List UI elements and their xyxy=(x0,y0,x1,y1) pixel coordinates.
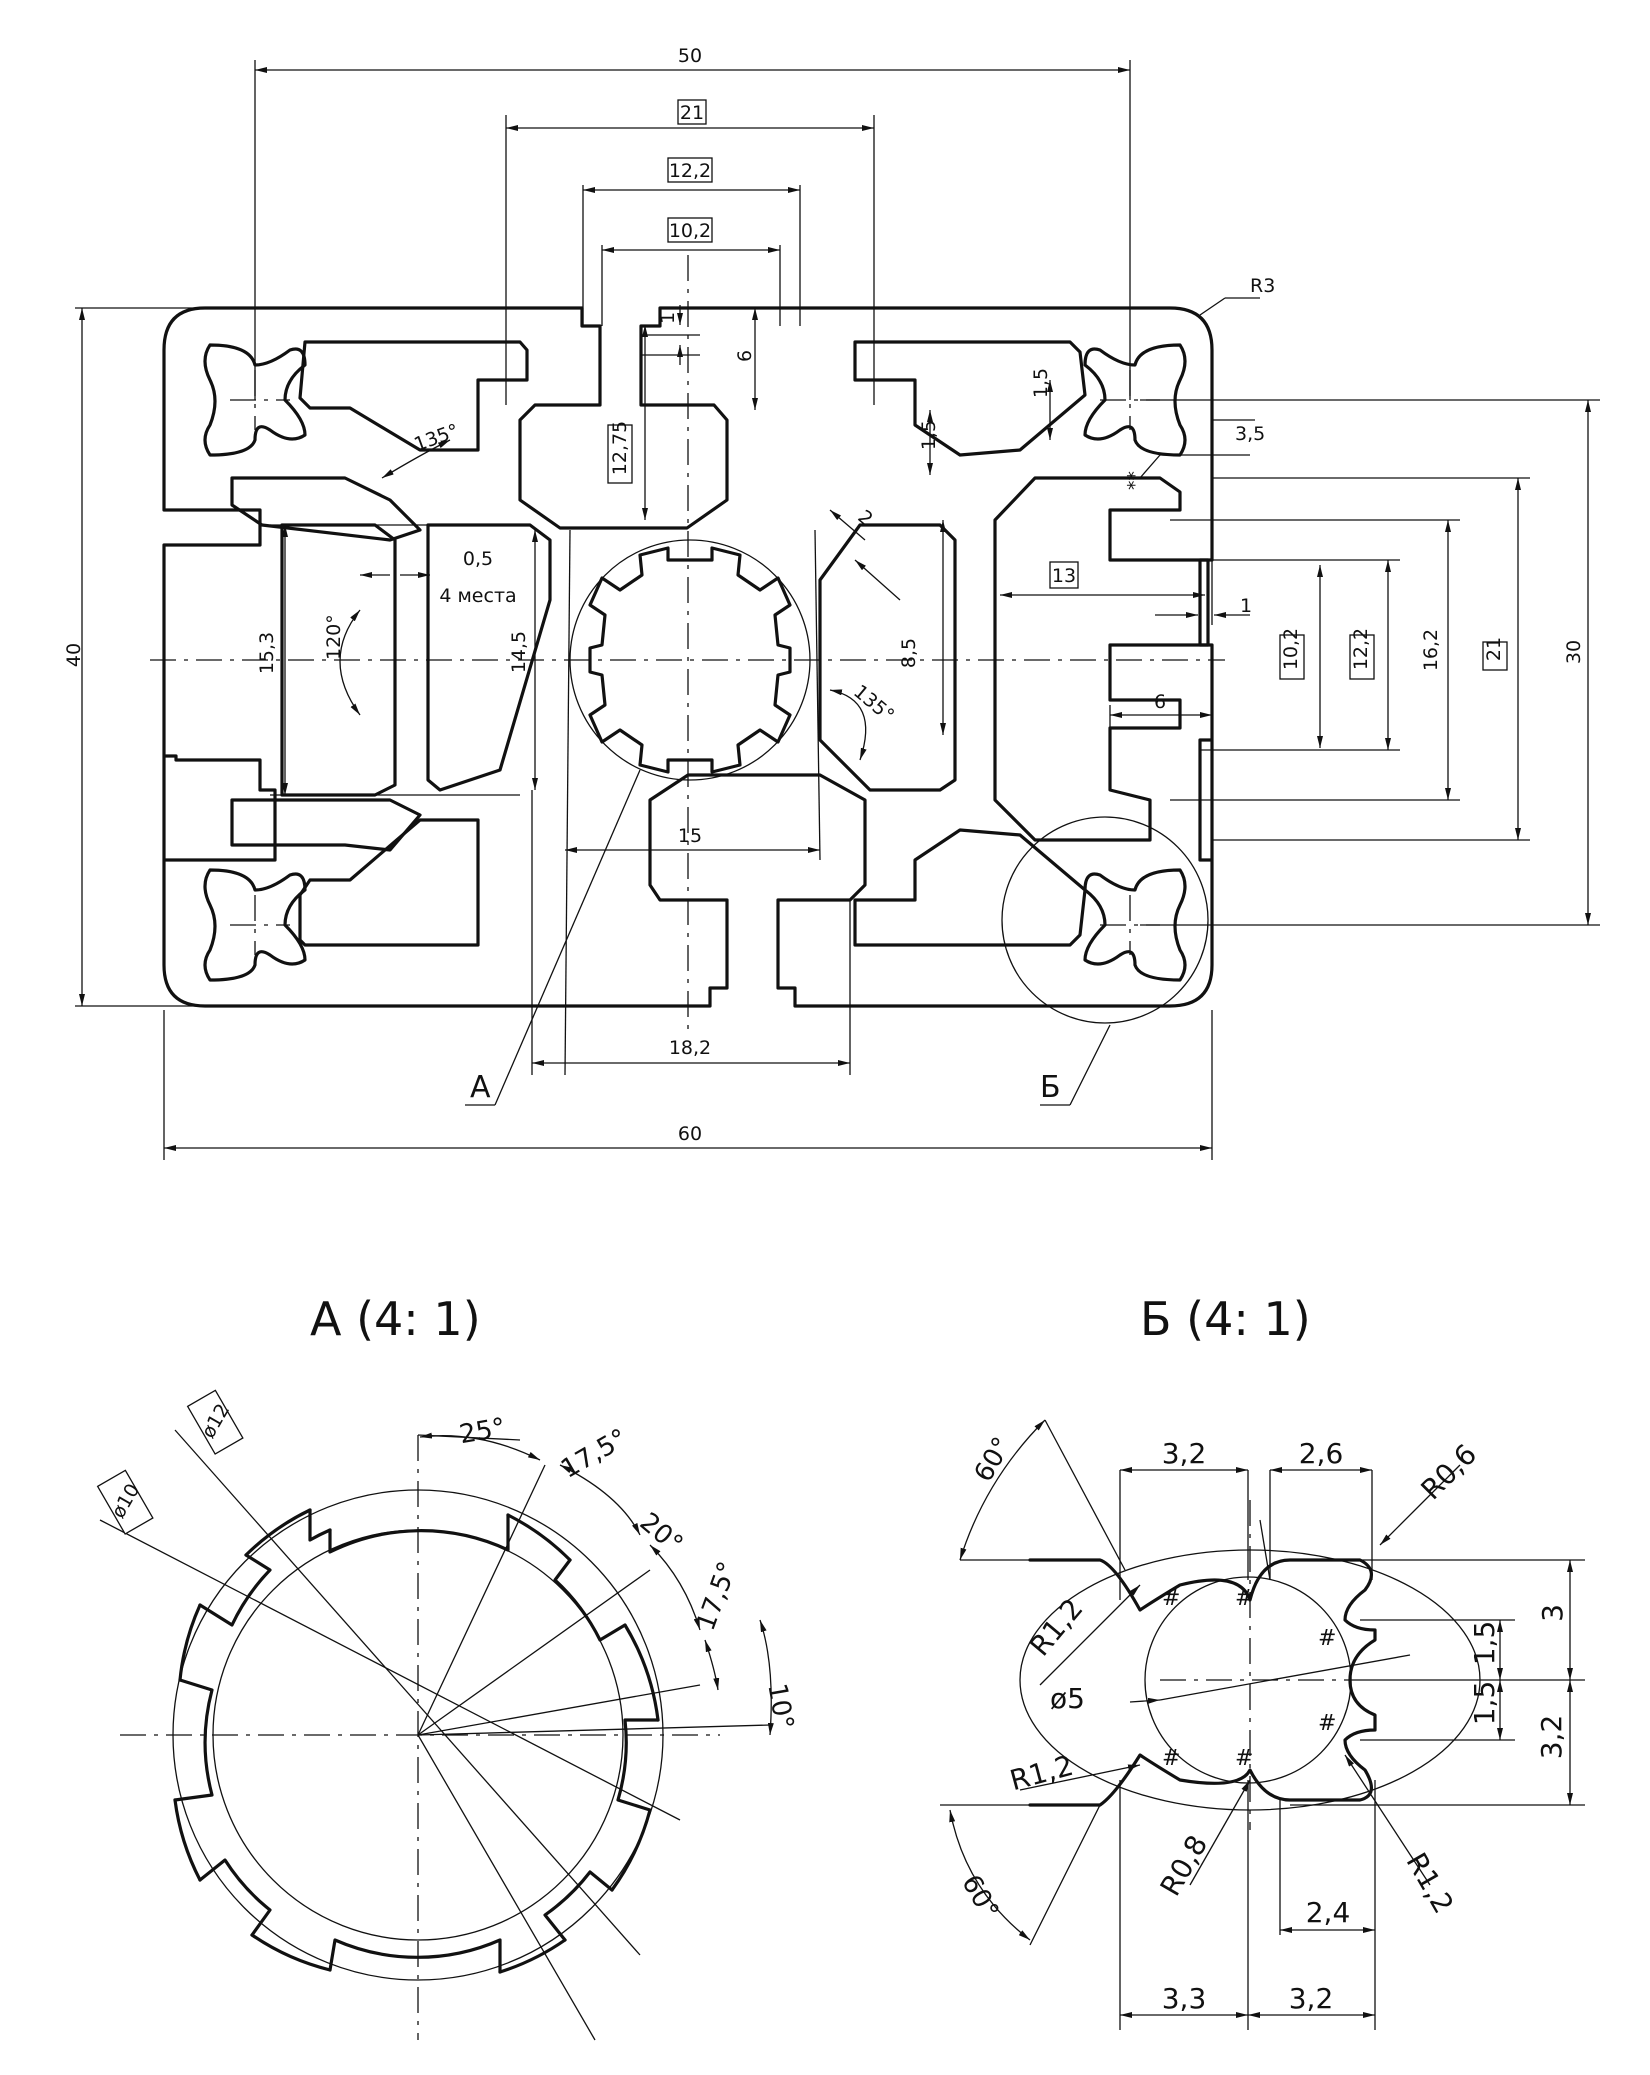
detail-b-w-3-2-bottom: 3,2 xyxy=(1289,1982,1334,2015)
profile-outline xyxy=(162,306,1214,1008)
dim-depth-12-75: 12,75 xyxy=(609,421,631,475)
detail-b-title: Б (4: 1) xyxy=(1140,1292,1311,1346)
detail-b-dia-5: ø5 xyxy=(1050,1682,1085,1715)
dim-right-10-2: 10,2 xyxy=(1280,628,1302,670)
cavity-center-right xyxy=(818,523,957,792)
detail-b-angle-60-top: 60° xyxy=(969,1432,1018,1487)
cavity-top-right xyxy=(853,340,1087,457)
detail-a-angle-17-5-a: 17,5° xyxy=(556,1423,632,1484)
cavity-top-left xyxy=(298,340,529,452)
hash-mark-1: # xyxy=(1162,1586,1180,1611)
corner-hole-bottom-right xyxy=(1083,868,1187,982)
dim-4-places: 4 места xyxy=(439,585,516,607)
angle-arcs xyxy=(339,439,867,761)
dim-offset-0-5: 0,5 xyxy=(463,548,493,570)
detail-b-r1-2-c: R1,2 xyxy=(1400,1847,1461,1919)
detail-a-callout: А xyxy=(470,1070,491,1105)
detail-b-callout: Б xyxy=(1040,1070,1061,1105)
dim-right-21: 21 xyxy=(1483,637,1505,661)
dim-height-15-3: 15,3 xyxy=(256,632,278,674)
hash-mark-3: # xyxy=(1318,1626,1336,1651)
dim-slot-10-2: 10,2 xyxy=(669,220,711,242)
dim-bore-15: 15 xyxy=(678,825,702,847)
detail-b-h-3-2: 3,2 xyxy=(1535,1715,1568,1760)
detail-b-h-1-5-a: 1,5 xyxy=(1468,1621,1501,1666)
cavity-left-bottom xyxy=(230,798,422,852)
cavity-center-left xyxy=(426,523,552,792)
dim-wall-1-5-b: 1,5 xyxy=(1030,368,1052,398)
dim-overall-60: 60 xyxy=(678,1123,702,1145)
detail-a-angle-10: 10° xyxy=(761,1681,799,1732)
detail-a-angle-20: 20° xyxy=(634,1507,689,1560)
detail-a-title: А (4: 1) xyxy=(310,1292,481,1346)
dim-span-18-2: 18,2 xyxy=(669,1037,711,1059)
center-bore-spline xyxy=(588,546,792,774)
detail-b-h-3: 3 xyxy=(1536,1604,1569,1622)
detail-b-r1-2-b: R1,2 xyxy=(1006,1749,1076,1797)
detail-a-leaders xyxy=(99,1429,771,2041)
detail-b-dim-lines xyxy=(940,1419,1585,2030)
corner-hole-top-right xyxy=(1083,343,1187,457)
detail-a-arcs xyxy=(419,1432,774,1736)
cavity-left-mid xyxy=(230,476,422,542)
dim-right-16-2: 16,2 xyxy=(1420,629,1442,671)
dim-corner-r3: R3 xyxy=(1250,275,1275,297)
dim-depth-6: 6 xyxy=(734,350,756,362)
cavity-bottom-right xyxy=(853,828,1087,947)
detail-b-r1-2-a: R1,2 xyxy=(1023,1592,1089,1662)
special-mark: ** xyxy=(1124,471,1146,490)
main-view: 50 21 12,2 10,2 1 6 12,75 1,5 1,5 R3 135… xyxy=(63,45,1600,1160)
hash-mark-5: # xyxy=(1235,1746,1253,1771)
detail-b-angle-60-bottom: 60° xyxy=(955,1870,1004,1925)
corner-hole-top-left xyxy=(203,343,307,457)
detail-b-w-2-4: 2,4 xyxy=(1306,1896,1351,1929)
detail-b-h-1-5-b: 1,5 xyxy=(1468,1681,1501,1726)
dim-slot-12-2: 12,2 xyxy=(669,160,711,182)
detail-a-view: А (4: 1) xyxy=(96,1292,799,2041)
dimension-lines xyxy=(79,67,1591,1151)
detail-b-view: Б (4: 1) xyxy=(940,1292,1585,2030)
dim-right-3-5: 3,5 xyxy=(1235,423,1265,445)
detail-b-r0-8: R0,8 xyxy=(1154,1830,1215,1902)
detail-b-callout-circle xyxy=(1001,816,1209,1024)
detail-b-angle-arcs xyxy=(949,1419,1046,1941)
detail-b-w-3-3: 3,3 xyxy=(1162,1982,1207,2015)
dim-right-30: 30 xyxy=(1563,640,1585,664)
detail-b-r0-6: R0,6 xyxy=(1415,1438,1484,1507)
dim-height-14-5: 14,5 xyxy=(508,631,530,673)
cavity-bottom-left xyxy=(298,818,480,947)
dim-right-1: 1 xyxy=(1240,595,1252,617)
hash-mark-4: # xyxy=(1318,1711,1336,1736)
dim-overall-40: 40 xyxy=(63,643,85,667)
dim-right-6: 6 xyxy=(1154,691,1166,713)
cavity-right-mid xyxy=(993,476,1210,842)
extension-lines xyxy=(75,60,1600,1160)
hash-mark-2: # xyxy=(1235,1586,1253,1611)
dim-wall-1-5-a: 1,5 xyxy=(918,420,940,450)
dim-slot-21: 21 xyxy=(680,102,704,124)
dim-angle-120: 120° xyxy=(323,614,345,660)
corner-hole-bottom-left xyxy=(203,868,307,982)
dim-lip-1: 1 xyxy=(657,312,679,324)
dim-overall-top: 50 xyxy=(678,45,702,67)
detail-b-width-3-2-top: 3,2 xyxy=(1162,1437,1207,1470)
dim-right-12-2: 12,2 xyxy=(1350,628,1372,670)
detail-a-angle-17-5-b: 17,5° xyxy=(691,1558,743,1635)
dim-right-13: 13 xyxy=(1052,565,1076,587)
detail-a-splines xyxy=(173,1508,660,1974)
dim-height-8-5: 8,5 xyxy=(898,638,920,668)
detail-b-width-2-6: 2,6 xyxy=(1299,1437,1344,1470)
hash-mark-6: # xyxy=(1162,1746,1180,1771)
